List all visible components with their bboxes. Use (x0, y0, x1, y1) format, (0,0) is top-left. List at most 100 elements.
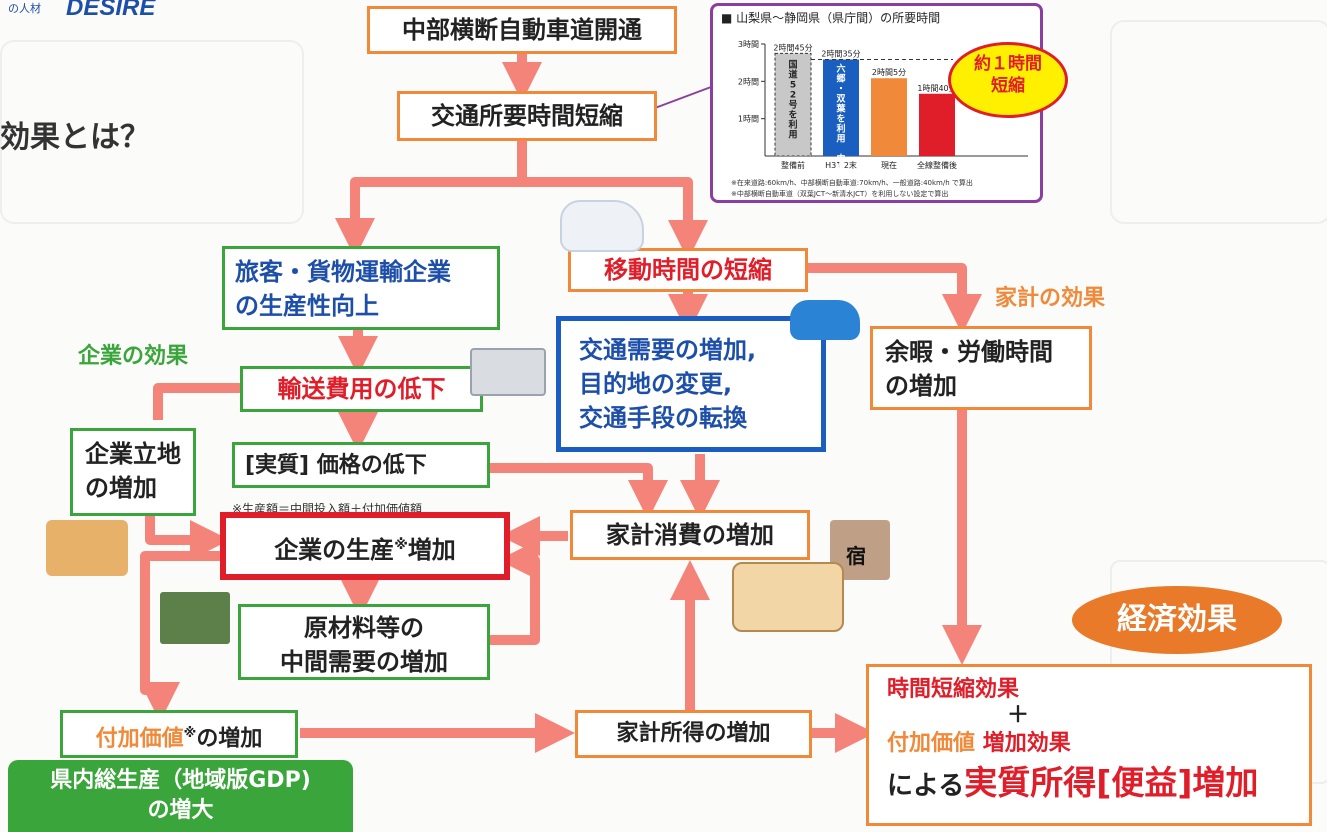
inset-bar-value-label: 1時間40分 (917, 84, 956, 93)
inn-sign: 宿 (846, 544, 866, 568)
logo-brand: DESIRE (66, 0, 156, 21)
economic-effect-badge: 経済効果 (1072, 586, 1282, 654)
blue-car-illustration (790, 300, 860, 340)
inset-bar-2-text: 利 (835, 123, 845, 135)
inset-bar-2-text: を (836, 114, 845, 125)
result-real-income-increase: 時間短縮効果 ＋ 付加価値 増加効果 による実質所得[便益]増加 (866, 664, 1312, 826)
node-household-income: 家計所得の増加 (575, 710, 812, 758)
inset-category-label: H31.2末 (825, 160, 857, 170)
node-business-siting: 企業立地 の増加 (70, 428, 196, 516)
node-company-production: 企業の生産※増加 (220, 512, 510, 580)
result-plus: ＋ (1007, 703, 1030, 728)
inset-bar-2-text: 中 (836, 153, 845, 165)
inset-bar (823, 59, 859, 156)
background-panel-left (0, 40, 304, 224)
inset-bar-2-text: 双 (836, 94, 845, 105)
inset-bar-1-text: 国 (788, 59, 797, 70)
node-travel-time-shortening: 移動時間の短縮 (568, 248, 808, 292)
inset-bar-chart: 3時間2時間1時間2時間45分整備前2時間35分H31.2末2時間5分現在1時間… (738, 40, 1028, 186)
node-business-siting-line-1: 企業立地 (85, 440, 181, 468)
farm-photo-illustration (160, 592, 230, 644)
dining-people-illustration (732, 562, 844, 632)
inset-bar-value-label: 2時間35分 (821, 50, 860, 59)
node-company-production-mark: ※ (394, 537, 408, 553)
inset-bar-2-text: ・ (836, 85, 845, 95)
node-expressway-opening: 中部横断自動車道開通 (367, 6, 677, 54)
node-value-added-prefix: 付加価値 (95, 726, 184, 752)
node-real-price-decrease: [実質] 価格の低下 (232, 442, 490, 488)
inset-bar-value-label: 2時間5分 (872, 68, 906, 77)
inset-bar (871, 78, 907, 156)
arrow-production-to-valueadded (140, 551, 222, 722)
node-value-added: 付加価値※の増加 (60, 710, 298, 758)
page-title-fragment: 効果とは？ (0, 120, 150, 155)
background-panel-right (1110, 20, 1327, 224)
node-transport-productivity: 旅客・貨物運輸企業 の生産性向上 (222, 246, 500, 330)
result-line-2-b: 増加効果 (982, 731, 1071, 756)
node-traffic-demand-line-2: 目的地の変更, (579, 370, 733, 398)
inset-bar (919, 93, 955, 156)
arrow-materials-loop (490, 540, 540, 645)
inset-bar-2-text: 横 (836, 173, 846, 185)
result-line-3-prefix: による (887, 771, 965, 801)
node-regional-gdp: 県内総生産（地域版GDP) の増大 (8, 760, 353, 832)
inset-bar-2-text: 葉 (835, 103, 846, 115)
node-leisure-work-time-line-2: の増加 (885, 372, 957, 400)
inset-bar-1-text: 2 (790, 90, 796, 100)
arrow-siting-to-production (145, 515, 230, 560)
inset-y-tick-label: 1時間 (738, 115, 759, 124)
node-traffic-demand: 交通需要の増加, 目的地の変更, 交通手段の転換 (556, 316, 826, 452)
label-household-effect: 家計の効果 (995, 286, 1106, 311)
logo-small: の人材 (8, 2, 41, 15)
node-household-consumption: 家計消費の増加 (570, 510, 810, 560)
arrow-price-to-consumption (490, 463, 668, 520)
inset-category-label: 全線整備後 (917, 160, 957, 170)
node-traffic-demand-line-1: 交通需要の増加, (579, 336, 757, 364)
family-car-illustration (560, 200, 644, 252)
inset-category-label: 現在 (881, 160, 897, 170)
inset-bar-1-text: 号 (788, 99, 797, 110)
result-line-3-highlight: 実質所得[便益]増加 (964, 763, 1259, 802)
inset-title: ■ 山梨県～静岡県（県庁間）の所要時間 (721, 11, 941, 25)
label-company-effect: 企業の効果 (78, 344, 189, 369)
node-regional-gdp-line-2: の増大 (147, 798, 214, 823)
inset-bar (774, 52, 812, 157)
node-leisure-work-time-line-1: 余暇・労働時間 (885, 338, 1053, 366)
inset-bar-2-text: 用 (835, 134, 845, 145)
inset-note-1: ※在来道路:60km/h、中部横断自動車道:70km/h、一般道路:40km/h… (731, 179, 973, 187)
truck-illustration (470, 348, 546, 396)
node-company-production-prefix: 企業の生産 (274, 536, 395, 564)
one-hour-reduction-callout: 約１時間 短縮 (948, 42, 1068, 118)
arrow-reduction-split (335, 140, 527, 258)
node-transport-productivity-line-2: の生産性向上 (235, 292, 379, 320)
arrow-reduction-to-travel (522, 177, 708, 260)
result-line-2: 付加価値 増加効果 (887, 727, 1291, 761)
inset-bar-1-text: 道 (788, 68, 797, 80)
callout-line-2: 短縮 (991, 76, 1025, 96)
inset-bar-2-text: 郷 (836, 73, 845, 85)
node-travel-time-reduction: 交通所要時間短縮 (397, 91, 657, 141)
inset-note-2: ※中部横断自動車道（双葉JCT～新清水JCT）を利用しない設定で算出 (731, 190, 949, 198)
inset-y-tick-label: 3時間 (738, 40, 759, 49)
factory-illustration (46, 520, 128, 576)
node-business-siting-line-2: の増加 (85, 474, 157, 502)
result-line-2-a: 付加価値 (887, 731, 976, 756)
inset-bar-1-text: 5 (790, 80, 796, 90)
inset-bar-2-text: 断 (836, 183, 845, 186)
node-intermediate-demand: 原材料等の 中間需要の増加 (238, 604, 490, 680)
node-transport-productivity-line-1: 旅客・貨物運輸企業 (235, 258, 451, 286)
node-regional-gdp-line-1: 県内総生産（地域版GDP) (50, 768, 311, 793)
result-line-1: 時間短縮効果 (887, 677, 1020, 702)
arrow-cost-to-siting (153, 383, 240, 420)
node-value-added-mark: ※ (183, 726, 197, 741)
node-transport-cost-decrease: 輸送費用の低下 (240, 366, 483, 412)
inset-bar-2-text: 部 (836, 163, 845, 175)
node-intermediate-demand-line-2: 中間需要の増加 (280, 648, 448, 676)
node-traffic-demand-line-3: 交通手段の転換 (579, 404, 747, 432)
arrow-travel-to-leisure (805, 263, 982, 334)
node-value-added-suffix: の増加 (196, 726, 263, 752)
node-intermediate-demand-line-1: 原材料等の (304, 614, 424, 642)
inset-bar-1-text: 利 (787, 118, 797, 130)
inset-bar-1-text: を (788, 109, 797, 120)
